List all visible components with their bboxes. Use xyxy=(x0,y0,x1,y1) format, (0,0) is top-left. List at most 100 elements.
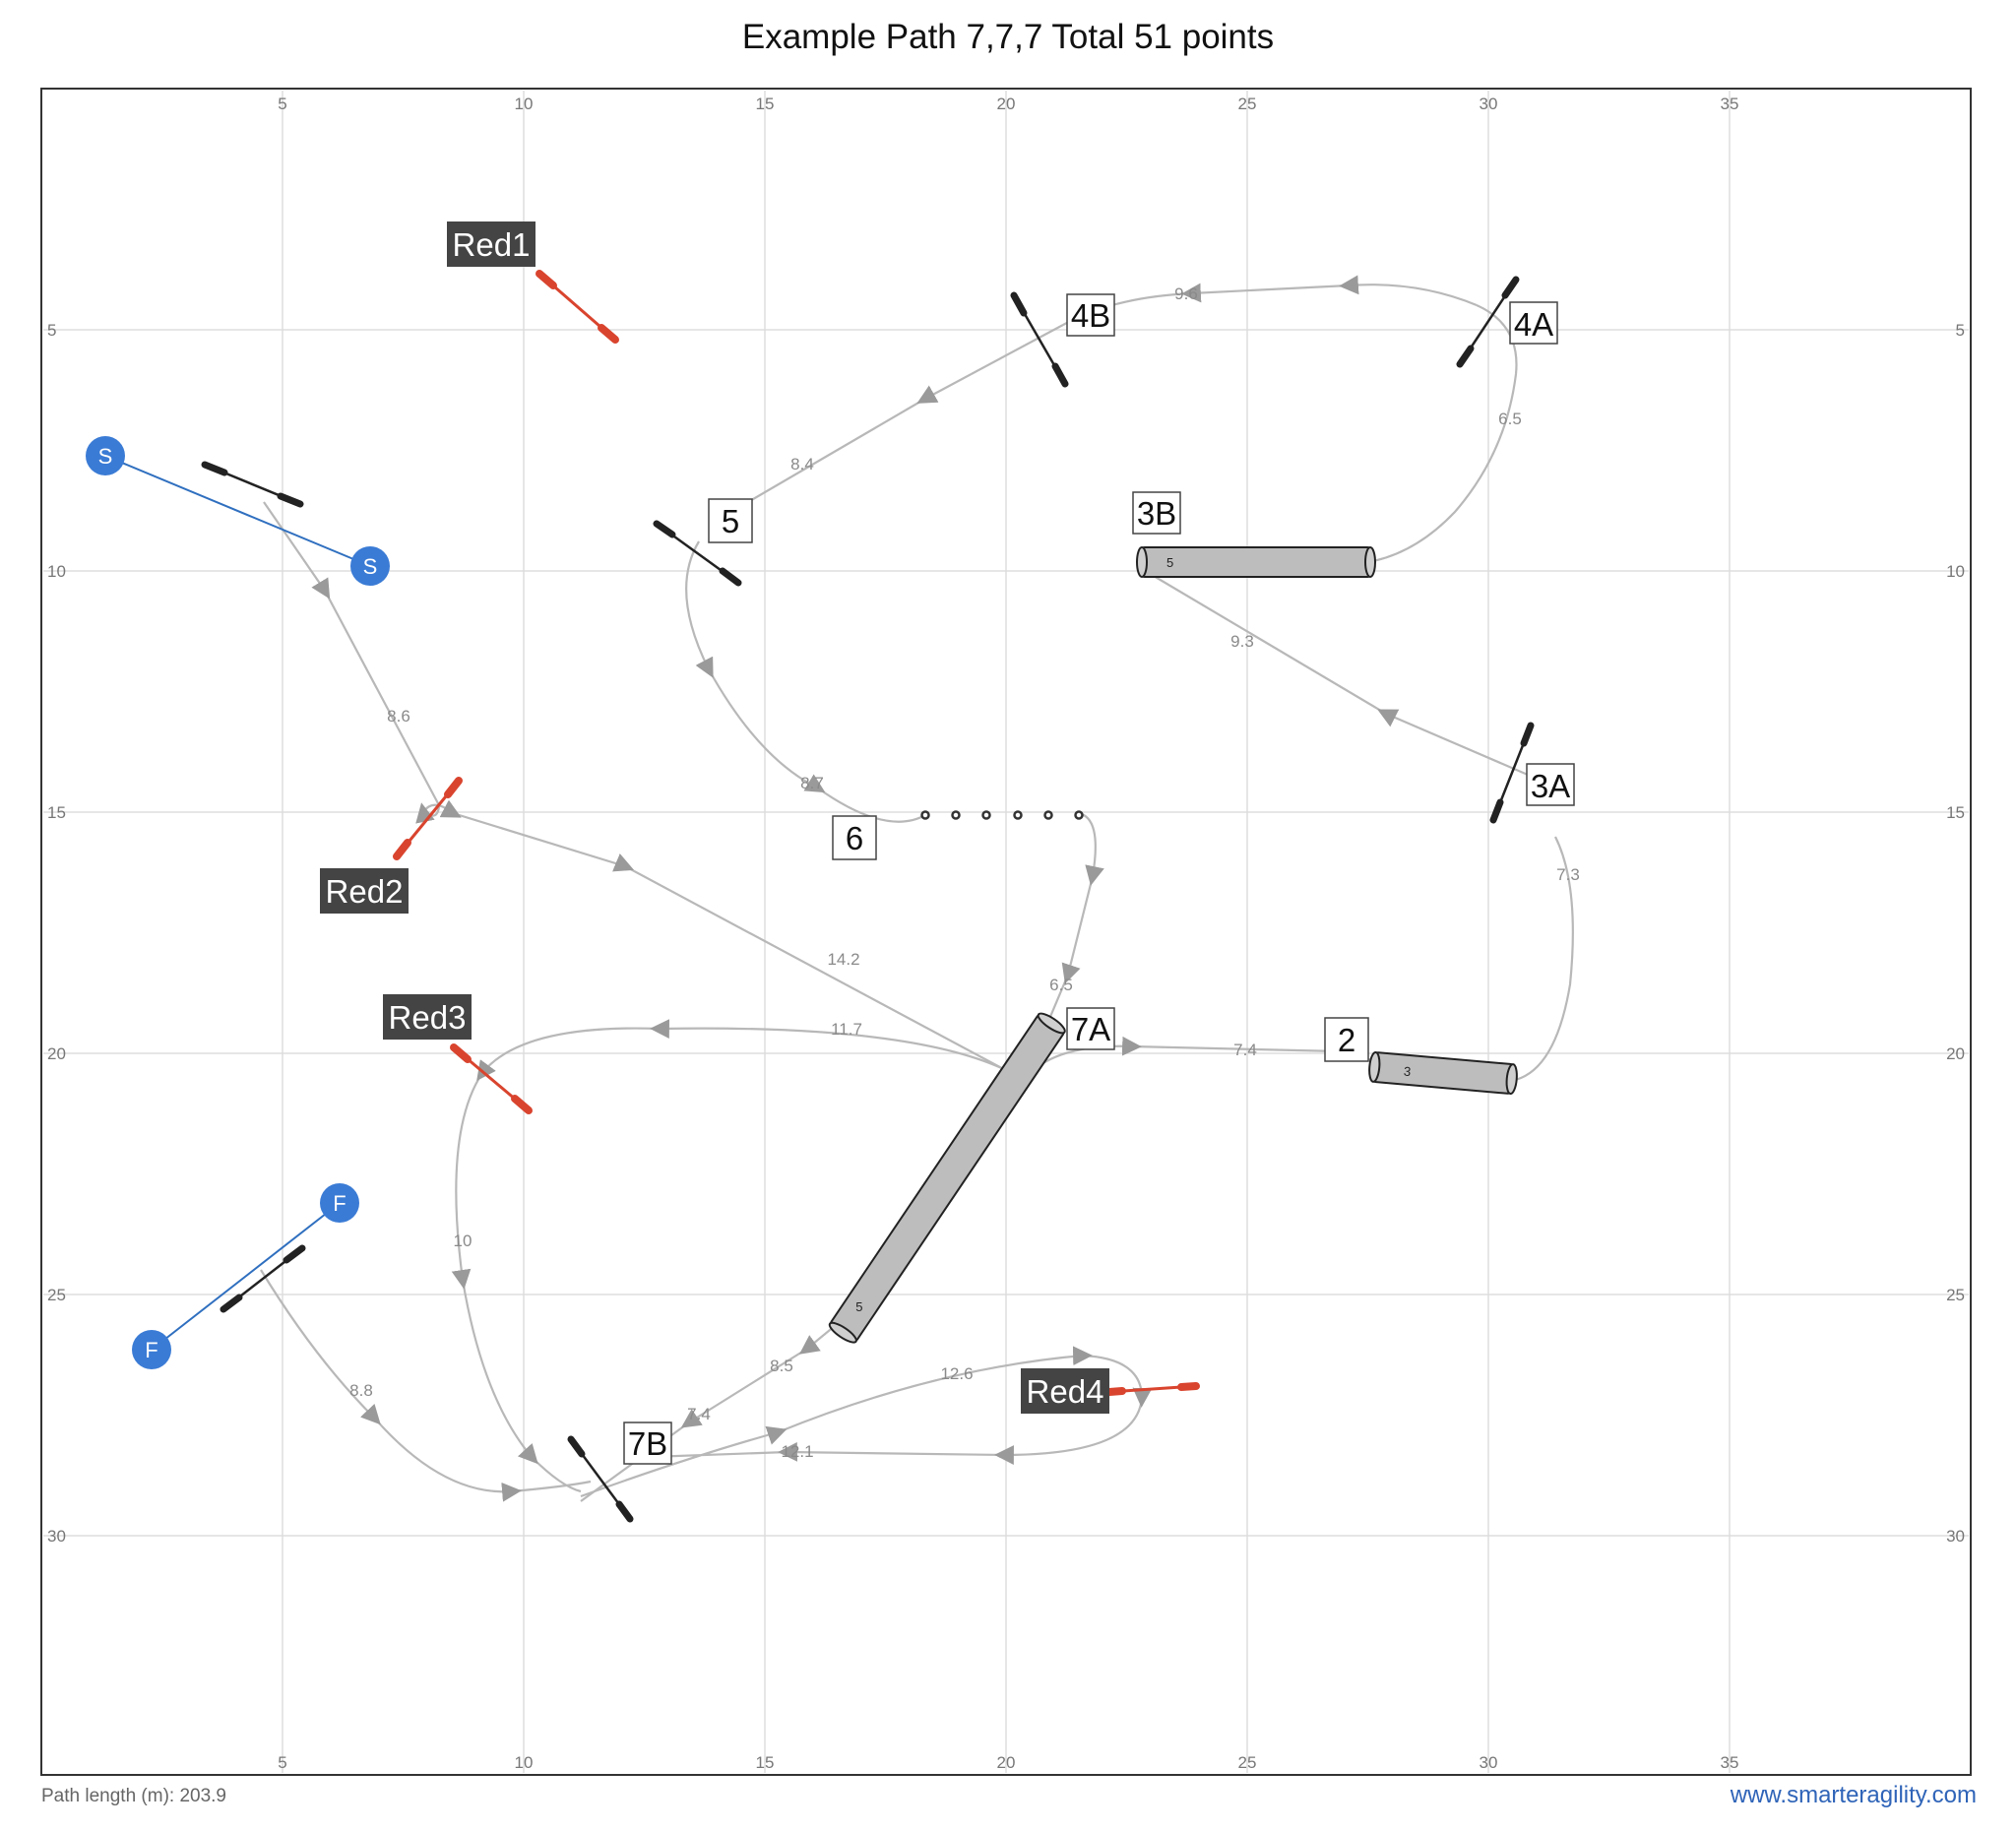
red-label-4: Red4 xyxy=(1021,1368,1109,1414)
path-segment-3a-to-3b xyxy=(1136,565,1529,777)
distance-label: 12.6 xyxy=(940,1364,973,1383)
path-segment-4b-to-5 xyxy=(747,324,1064,503)
weave-pole xyxy=(1043,810,1053,820)
path-segment-start xyxy=(263,501,440,806)
distance-label: 8.8 xyxy=(349,1381,373,1400)
tunnel-2: 3 xyxy=(1368,1050,1518,1096)
obstacle-label-text: 6 xyxy=(846,820,863,856)
path-length-readout: Path length (m): 203.9 xyxy=(41,1786,226,1806)
tick-x-bottom-35: 35 xyxy=(1721,1753,1739,1772)
tick-y-left-15: 15 xyxy=(47,803,66,822)
jump-4a xyxy=(1456,276,1520,368)
tunnel-center: 5 xyxy=(828,1012,1066,1344)
tick-y-right-30: 30 xyxy=(1946,1527,1965,1546)
distance-labels: 9.6 6.5 8.4 9.3 8.6 8.7 7.3 6.5 14.2 11.… xyxy=(349,284,1580,1461)
weave-pole xyxy=(951,810,961,820)
tick-x-top-15: 15 xyxy=(756,95,775,113)
tick-x-top-35: 35 xyxy=(1721,95,1739,113)
weave-pole xyxy=(981,810,991,820)
weave-pole xyxy=(1013,810,1023,820)
obstacle-label-text: 3B xyxy=(1137,495,1176,532)
distance-label: 8.4 xyxy=(790,455,814,474)
tick-x-top-5: 5 xyxy=(278,95,286,113)
tick-x-top-20: 20 xyxy=(997,95,1016,113)
jump-7b xyxy=(567,1435,634,1523)
label-6: 6 xyxy=(832,815,877,860)
red-jumps xyxy=(393,270,1200,1396)
y-ticks-left: 5 10 15 20 25 30 xyxy=(47,321,66,1546)
tick-x-bottom-25: 25 xyxy=(1238,1753,1257,1772)
tick-x-bottom-20: 20 xyxy=(997,1753,1016,1772)
tick-y-left-20: 20 xyxy=(47,1044,66,1063)
red-label-text: Red2 xyxy=(326,873,404,910)
red-label-2: Red2 xyxy=(320,868,409,914)
x-ticks-top: 5 10 15 20 25 30 35 xyxy=(278,95,1738,113)
tick-y-left-30: 30 xyxy=(47,1527,66,1546)
distance-label: 7.4 xyxy=(687,1405,711,1423)
tick-x-top-25: 25 xyxy=(1238,95,1257,113)
start-line: S S xyxy=(86,436,390,586)
path-segment-6-to-7a xyxy=(1022,811,1104,1081)
red-jump-2 xyxy=(393,777,463,860)
start-marker-label: S xyxy=(363,554,378,579)
obstacle-label-text: 5 xyxy=(722,503,739,539)
red-label-text: Red4 xyxy=(1027,1373,1104,1410)
distance-label: 8.5 xyxy=(770,1357,793,1375)
label-7b: 7B xyxy=(623,1421,672,1465)
label-4b: 4B xyxy=(1066,293,1115,337)
distance-label: 8.6 xyxy=(387,707,410,726)
finish-marker xyxy=(132,1330,171,1369)
tick-y-left-25: 25 xyxy=(47,1286,66,1304)
obstacle-labels: 5 4B 4A 3B 3A 6 7A 2 xyxy=(623,293,1575,1465)
distance-label: 7.3 xyxy=(1556,865,1580,884)
jump-start xyxy=(201,461,304,508)
red-jump-1 xyxy=(536,270,619,344)
tick-y-right-20: 20 xyxy=(1946,1044,1965,1063)
jump-finish xyxy=(220,1244,306,1313)
tick-y-right-25: 25 xyxy=(1946,1286,1965,1304)
weave-pole xyxy=(920,810,930,820)
distance-label: 11.7 xyxy=(831,1020,862,1039)
tick-x-bottom-15: 15 xyxy=(756,1753,775,1772)
y-ticks-right: 5 10 15 20 25 30 xyxy=(1946,321,1965,1546)
label-2: 2 xyxy=(1324,1017,1369,1062)
tunnel-number: 3 xyxy=(1403,1064,1412,1080)
tick-y-right-15: 15 xyxy=(1946,803,1965,822)
red-label-text: Red3 xyxy=(389,999,467,1036)
obstacle-label-text: 7B xyxy=(628,1425,667,1462)
jump-5 xyxy=(653,520,742,587)
tick-y-left-10: 10 xyxy=(47,562,66,581)
start-marker xyxy=(350,546,390,586)
label-7a: 7A xyxy=(1066,1007,1115,1050)
finish-marker-label: F xyxy=(145,1338,158,1362)
start-marker xyxy=(86,436,125,475)
tunnel-number: 5 xyxy=(1166,555,1173,570)
tick-x-bottom-10: 10 xyxy=(515,1753,534,1772)
path-segment-to-finish xyxy=(260,1269,592,1502)
jumps xyxy=(201,276,1535,1523)
tunnel-number: 5 xyxy=(855,1299,862,1314)
red-label-1: Red1 xyxy=(447,221,536,267)
distance-label: 14.2 xyxy=(827,950,859,969)
label-4a: 4A xyxy=(1509,301,1558,345)
label-3b: 3B xyxy=(1132,491,1181,535)
distance-label: 9.3 xyxy=(1230,632,1254,651)
distance-label: 9.6 xyxy=(1174,284,1198,303)
tick-x-bottom-30: 30 xyxy=(1480,1753,1498,1772)
obstacle-label-text: 7A xyxy=(1071,1011,1110,1047)
grid xyxy=(43,91,1969,1773)
red-label-3: Red3 xyxy=(383,994,472,1040)
finish-line: F F xyxy=(132,1183,359,1369)
site-link[interactable]: www.smarteragility.com xyxy=(1730,1782,1977,1808)
distance-label: 12.1 xyxy=(781,1442,813,1461)
distance-label: 6.5 xyxy=(1498,410,1522,428)
red-labels: Red1 Red2 Red3 Red4 xyxy=(320,221,1109,1414)
obstacle-label-text: 4B xyxy=(1071,297,1110,334)
x-ticks-bottom: 5 10 15 20 25 30 35 xyxy=(278,1753,1738,1772)
tick-y-right-5: 5 xyxy=(1956,321,1965,340)
tick-x-top-30: 30 xyxy=(1480,95,1498,113)
path-segment-2-to-3a xyxy=(1510,836,1574,1083)
path-segment-red2-to-center xyxy=(415,799,1025,1081)
finish-marker xyxy=(320,1183,359,1223)
